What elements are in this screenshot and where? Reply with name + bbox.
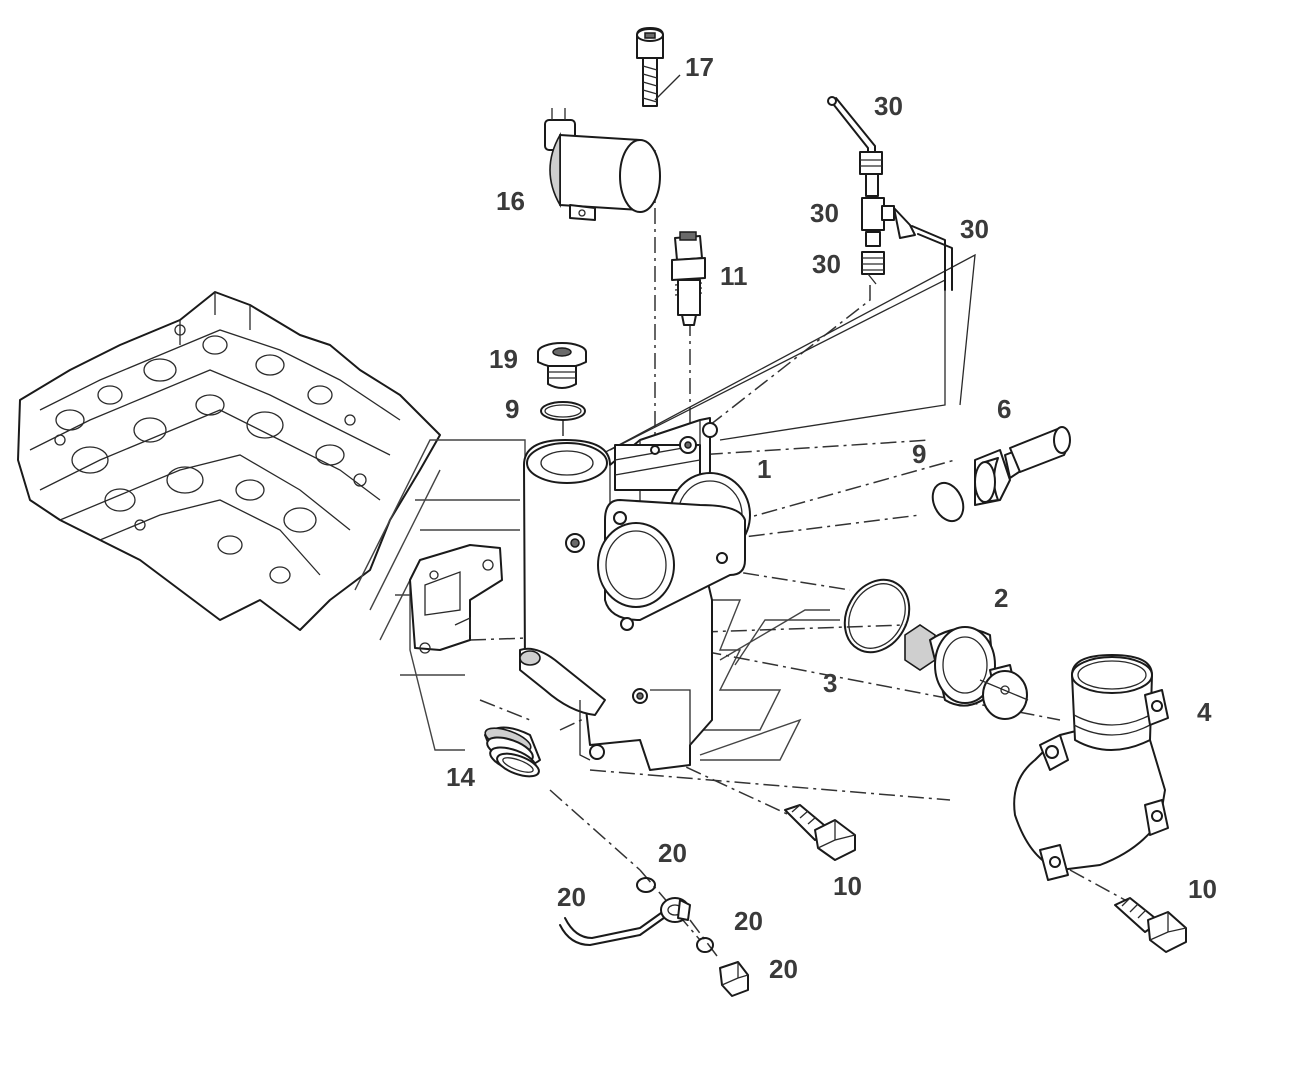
label-20-mid: 20 xyxy=(734,906,763,936)
bolt-10-right xyxy=(1114,897,1187,953)
bellows-seal-14 xyxy=(484,726,541,778)
seal-ring-3 xyxy=(843,578,911,654)
label-17: 17 xyxy=(685,52,714,82)
label-19: 19 xyxy=(489,344,518,374)
fitting-6 xyxy=(974,426,1071,506)
bolt-17 xyxy=(636,27,681,107)
pipe-bracket-lines xyxy=(599,253,976,456)
label-9-right: 9 xyxy=(912,439,926,469)
gasket-plate xyxy=(409,544,503,654)
label-1: 1 xyxy=(757,454,771,484)
part-labels: 17 16 11 19 9 30 30 30 30 6 1 9 2 3 4 14… xyxy=(446,52,1217,984)
label-30-tee: 30 xyxy=(810,198,839,228)
o-ring-9-right xyxy=(931,481,965,523)
thermostat-cover-4 xyxy=(1013,654,1169,881)
label-20-left: 20 xyxy=(557,882,586,912)
label-10-right: 10 xyxy=(1188,874,1217,904)
washer-20-lower xyxy=(696,937,714,953)
label-10-left: 10 xyxy=(833,871,862,901)
thermostat-2 xyxy=(904,624,1029,720)
label-4: 4 xyxy=(1197,697,1212,727)
label-6: 6 xyxy=(997,394,1011,424)
housing-1 xyxy=(519,417,751,771)
pipe-fittings-30 xyxy=(827,96,953,291)
label-30-top: 30 xyxy=(874,91,903,121)
plug-19 xyxy=(537,342,587,389)
washer-20-upper xyxy=(636,877,656,893)
bolt-20 xyxy=(719,961,749,997)
label-30-right: 30 xyxy=(960,214,989,244)
sensor-11 xyxy=(671,231,706,326)
bolt-10-left xyxy=(784,804,856,861)
label-16: 16 xyxy=(496,186,525,216)
label-14: 14 xyxy=(446,762,475,792)
label-2: 2 xyxy=(994,583,1008,613)
label-3: 3 xyxy=(823,668,837,698)
cylinder-head xyxy=(17,291,441,631)
label-30-lower: 30 xyxy=(812,249,841,279)
label-20-upper: 20 xyxy=(658,838,687,868)
label-11: 11 xyxy=(720,261,748,291)
oil-line-20 xyxy=(559,897,691,946)
relay-16 xyxy=(544,108,661,221)
o-ring-9-upper xyxy=(540,401,586,421)
label-20-bottom: 20 xyxy=(769,954,798,984)
label-9-upper: 9 xyxy=(505,394,519,424)
